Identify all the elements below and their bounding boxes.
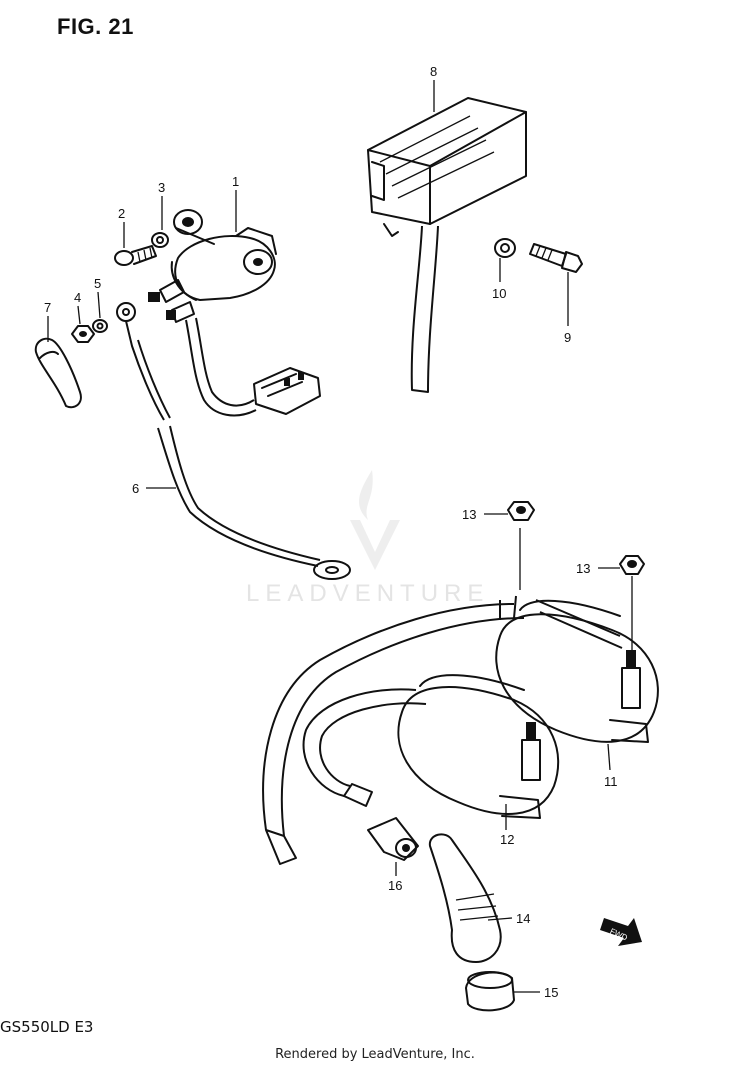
callout-11: 11	[604, 774, 618, 789]
callout-6: 6	[132, 481, 139, 496]
coil-nut-2[interactable]	[619, 555, 645, 575]
callout-15: 15	[544, 985, 558, 1000]
callouts: 1 2 3 4 5 6 7 8 9 10 11 12 13 13 14 15 1…	[44, 64, 618, 1000]
spark-plug-cap[interactable]	[428, 833, 502, 963]
terminal-lock-washer[interactable]	[92, 319, 108, 333]
coil-nut-1[interactable]	[507, 501, 535, 521]
ignition-coil-1[interactable]	[397, 674, 560, 819]
watermark-logo	[350, 470, 400, 570]
starter-lead-wire[interactable]	[116, 302, 351, 580]
relay-washer[interactable]	[151, 232, 169, 248]
callout-1: 1	[232, 174, 239, 189]
callout-8: 8	[430, 64, 437, 79]
callout-5: 5	[94, 276, 101, 291]
figure-title: FIG. 21	[57, 14, 134, 39]
plug-cap-cover[interactable]	[465, 971, 515, 1012]
callout-3: 3	[158, 180, 165, 195]
callout-14: 14	[516, 911, 530, 926]
footer-credit: Rendered by LeadVenture, Inc.	[275, 1047, 475, 1062]
terminal-nut[interactable]	[71, 325, 95, 343]
relay-screw[interactable]	[114, 245, 157, 266]
high-tension-leads[interactable]	[262, 595, 623, 865]
callout-4: 4	[74, 290, 81, 305]
callout-2: 2	[118, 206, 125, 221]
regulator-washer[interactable]	[494, 238, 516, 258]
watermark: LEADVENTURE	[246, 580, 490, 607]
forward-direction-arrow: FWD	[600, 918, 642, 946]
callout-10: 10	[492, 286, 506, 301]
starter-relay[interactable]	[148, 209, 277, 323]
callout-9: 9	[564, 330, 571, 345]
regulator-bolt[interactable]	[529, 243, 583, 273]
plug-cap-boot[interactable]	[367, 817, 419, 861]
model-label: GS550LD E3	[0, 1018, 94, 1036]
terminal-cap[interactable]	[34, 337, 82, 409]
callout-13b: 13	[576, 561, 590, 576]
callout-16: 16	[388, 878, 402, 893]
callout-7: 7	[44, 300, 51, 315]
relay-coupler-wire[interactable]	[185, 317, 321, 417]
leader-lines	[47, 80, 633, 993]
callout-13a: 13	[462, 507, 476, 522]
callout-12: 12	[500, 832, 514, 847]
ignition-coil-2[interactable]	[495, 599, 659, 743]
regulator-rectifier[interactable]	[367, 97, 527, 393]
